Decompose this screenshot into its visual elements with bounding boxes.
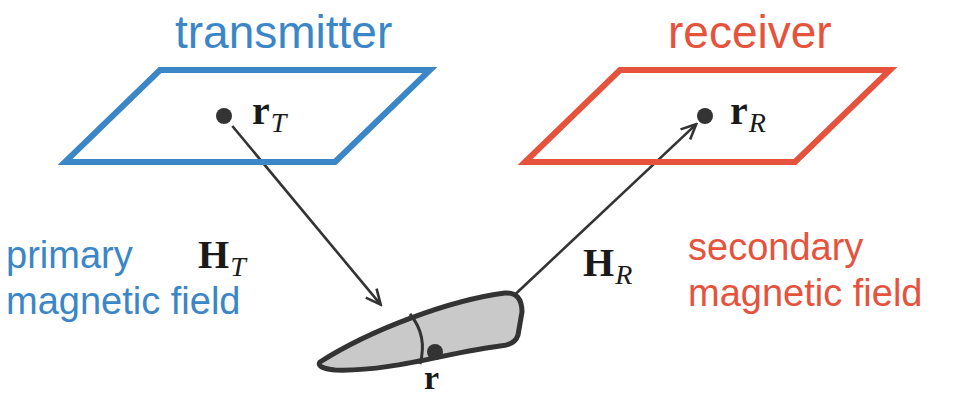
sensed-object: r xyxy=(315,285,525,396)
position-dot xyxy=(427,344,443,360)
field-arrow xyxy=(232,126,380,304)
receiver-loop: receiver rR xyxy=(520,8,900,170)
object-body xyxy=(319,293,522,370)
field-arrow xyxy=(515,125,696,295)
device-heading: receiver xyxy=(668,6,832,58)
position-vector: rR xyxy=(730,88,766,134)
field-symbol: HR xyxy=(583,240,632,286)
loop-outline xyxy=(65,70,430,162)
transmitter-loop: transmitter rT xyxy=(60,8,440,170)
field-symbol: HT xyxy=(198,232,246,278)
position-dot xyxy=(216,108,232,124)
position-dot xyxy=(697,108,713,124)
field-caption: secondary magnetic field xyxy=(688,224,948,316)
nose-line xyxy=(410,314,422,364)
loop-outline xyxy=(525,70,890,162)
position-vector: rT xyxy=(252,88,286,134)
object-outline xyxy=(315,285,525,394)
device-heading: transmitter xyxy=(175,6,392,58)
position-vector: r xyxy=(424,358,439,396)
field-caption: primary magnetic field xyxy=(6,232,266,324)
